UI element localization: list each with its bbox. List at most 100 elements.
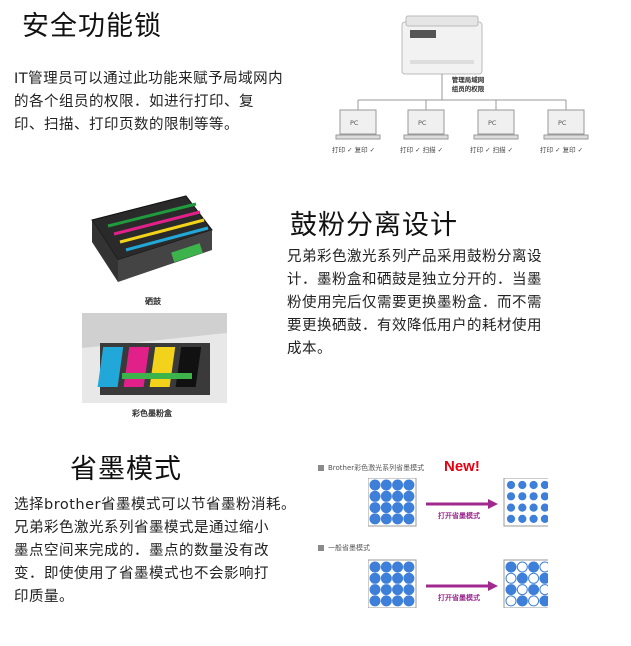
- ink-dot: [369, 490, 381, 502]
- ink-dot: [516, 561, 528, 573]
- toner-save-line: 印质量。: [14, 589, 74, 605]
- ink-dot: [505, 584, 517, 596]
- ink-dot: [369, 513, 381, 525]
- network-diagram: 管理局域网 组员的权限 PC PC PC PC 打印 ✓ 复印 ✓ 打印 ✓ 扫…: [332, 15, 589, 154]
- ink-dot: [392, 572, 404, 584]
- ink-dot: [369, 595, 381, 607]
- drum-line: 要更换硒鼓．有效降低用户的耗材使用: [287, 318, 542, 334]
- ink-dot: [528, 561, 540, 573]
- ink-dot: [506, 514, 516, 524]
- ink-dot: [505, 595, 517, 607]
- toner-save-diagram: 打开省墨模式 打开省墨模式: [368, 478, 548, 608]
- ink-dot: [516, 584, 528, 596]
- security-line: 印、扫描、打印页数的限制等等。: [14, 117, 239, 133]
- toner-save-line: 兄弟彩色激光系列省墨模式是通过缩小: [14, 520, 269, 536]
- ink-dot: [539, 572, 548, 584]
- pc-permission: 打印 ✓ 复印 ✓: [332, 145, 375, 154]
- arrow-head-icon: [488, 581, 498, 591]
- ink-dot: [516, 595, 528, 607]
- ink-dot: [380, 502, 392, 514]
- ink-dot: [369, 584, 381, 596]
- ink-dot: [380, 513, 392, 525]
- toner-save-title: 省墨模式: [70, 454, 182, 485]
- pc-icon: PC: [403, 109, 449, 140]
- drum-line: 兄弟彩色激光系列产品采用鼓粉分离设: [287, 249, 542, 265]
- pc-label: PC: [488, 119, 497, 127]
- ink-dot: [380, 490, 392, 502]
- ink-dot: [403, 479, 415, 491]
- ink-dot: [380, 561, 392, 573]
- security-line: IT管理员可以通过此功能来赋予局域网内: [14, 71, 284, 87]
- drum-paragraph: 兄弟彩色激光系列产品采用鼓粉分离设 计．墨粉盒和硒鼓是独立分开的．当墨 粉使用完…: [287, 246, 577, 361]
- drum-line: 粉使用完后仅需要更换墨粉盒．而不需: [287, 295, 542, 311]
- ink-dot: [403, 584, 415, 596]
- ink-dot: [392, 584, 404, 596]
- drum-line: 计．墨粉盒和硒鼓是独立分开的．当墨: [287, 272, 542, 288]
- security-title: 安全功能锁: [22, 11, 162, 42]
- toner-save-line: 墨点空间来完成的．墨点的数量没有改: [14, 543, 269, 559]
- ink-dot: [505, 572, 517, 584]
- ink-dot: [540, 503, 548, 512]
- ink-dot: [392, 502, 404, 514]
- drum-unit-image: [91, 195, 213, 282]
- ink-dot: [506, 480, 516, 490]
- security-line: 的各个组员的权限．如进行打印、复: [14, 94, 254, 110]
- toner-save-line: 选择brother省墨模式可以节省墨粉消耗。: [14, 497, 296, 513]
- ink-dot: [392, 561, 404, 573]
- printer-icon: [401, 15, 483, 75]
- ink-dot: [528, 584, 540, 596]
- ink-dot: [540, 492, 548, 501]
- ink-dot: [539, 584, 548, 596]
- ink-dot: [380, 479, 392, 491]
- pc-permission: 打印 ✓ 复印 ✓: [540, 145, 583, 154]
- security-paragraph: IT管理员可以通过此功能来赋予局域网内 的各个组员的权限．如进行打印、复 印、扫…: [14, 68, 314, 137]
- ink-dot: [540, 480, 548, 490]
- pc-icon: PC: [335, 109, 381, 140]
- ink-dot: [518, 492, 527, 501]
- ink-dot: [528, 572, 540, 584]
- ink-dot: [392, 490, 404, 502]
- drum-title: 鼓粉分离设计: [290, 210, 458, 241]
- ink-dot: [540, 514, 548, 523]
- pc-label: PC: [350, 119, 359, 127]
- drum-caption: 硒鼓: [145, 297, 161, 306]
- ink-dot: [380, 572, 392, 584]
- drum-line: 成本。: [287, 341, 332, 357]
- toner-cartridges-image: [82, 313, 227, 403]
- legend-square-icon: [318, 545, 324, 551]
- ink-dot: [529, 492, 538, 501]
- ink-dot: [506, 492, 516, 501]
- ink-dot: [380, 584, 392, 596]
- ink-dot: [505, 561, 517, 573]
- ink-dot: [369, 561, 381, 573]
- legend-square-icon: [318, 465, 324, 471]
- toner-save-line: 变．即使使用了省墨模式也不会影响打: [14, 566, 269, 582]
- pc-label: PC: [418, 119, 427, 127]
- ink-dot: [369, 502, 381, 514]
- brother-mode-label: Brother彩色激光系列省墨模式: [328, 464, 425, 472]
- arrow-head-icon: [488, 499, 498, 509]
- ink-dot: [506, 503, 516, 512]
- ink-dot: [518, 503, 527, 512]
- ink-dot: [403, 490, 415, 502]
- ink-dot: [516, 572, 528, 584]
- ink-dot: [380, 595, 392, 607]
- ink-dot: [403, 561, 415, 573]
- general-mode-label: 一般省墨模式: [328, 544, 370, 552]
- ink-dot: [403, 572, 415, 584]
- ink-dot: [539, 561, 548, 573]
- ink-dot: [403, 513, 415, 525]
- ink-dot: [392, 595, 404, 607]
- pc-permission: 打印 ✓ 扫描 ✓: [470, 145, 513, 154]
- arrow-label: 打开省墨模式: [438, 511, 480, 520]
- ink-dot: [369, 479, 381, 491]
- ink-dot: [529, 503, 538, 512]
- ink-dot: [528, 595, 540, 607]
- ink-dot: [518, 480, 527, 490]
- brother-mode-legend: Brother彩色激光系列省墨模式: [318, 463, 424, 473]
- ink-dot: [539, 595, 548, 607]
- ink-dot: [518, 514, 527, 524]
- pc-label: PC: [558, 119, 567, 127]
- toner-save-paragraph: 选择brother省墨模式可以节省墨粉消耗。 兄弟彩色激光系列省墨模式是通过缩小…: [14, 494, 304, 609]
- ink-dot: [403, 595, 415, 607]
